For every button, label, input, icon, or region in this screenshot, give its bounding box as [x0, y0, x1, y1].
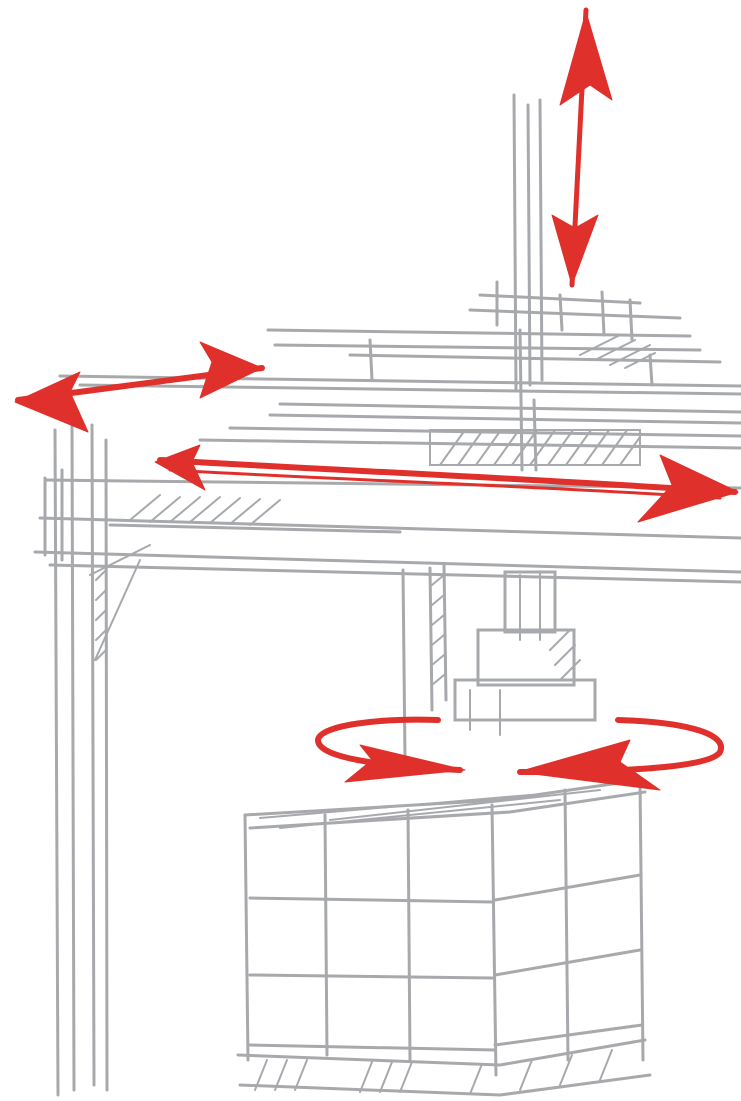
carriage-travel-arrow: [154, 444, 739, 523]
double-arrow-icon: [154, 444, 739, 523]
vertical-mast: [512, 93, 544, 472]
top-carriage: [266, 280, 722, 387]
beam-hatch-block: [429, 429, 641, 466]
gantry-frame: [33, 93, 741, 1097]
double-arrow-icon: [551, 7, 613, 288]
vertical-lift-arrow: [551, 7, 613, 288]
double-arrow-icon: [14, 341, 265, 433]
left-leg: [53, 423, 151, 1097]
pallet-load: [243, 778, 647, 1077]
gripper-rotation-arrow: [315, 716, 724, 791]
gantry-travel-arrow: [14, 341, 265, 433]
pallet-base: [236, 1038, 652, 1097]
rotation-arrow-icon: [315, 716, 724, 791]
front-beam: [33, 468, 741, 584]
gripper-column: [401, 563, 448, 762]
gripper-head: [453, 570, 597, 736]
